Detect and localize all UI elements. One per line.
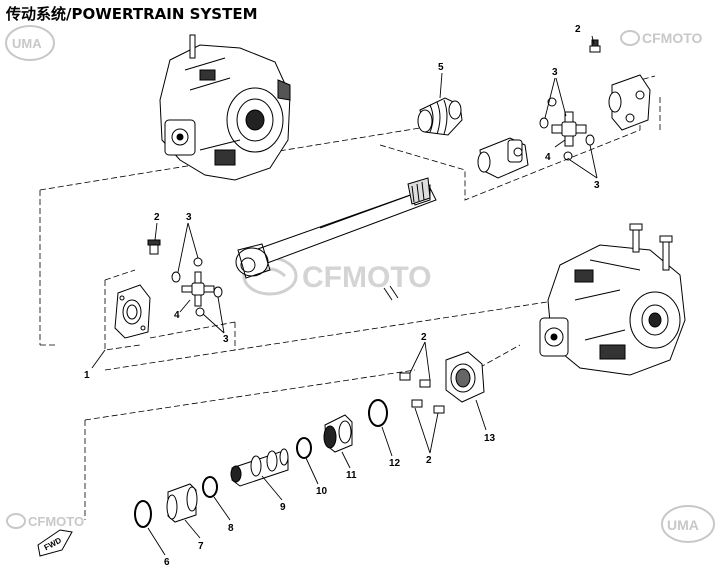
page-title: 传动系统/POWERTRAIN SYSTEM bbox=[6, 5, 258, 23]
callout-5: 5 bbox=[438, 62, 444, 73]
callout-1: 1 bbox=[84, 370, 90, 381]
rubber-boot[interactable] bbox=[417, 97, 463, 136]
callout-12: 12 bbox=[389, 458, 401, 469]
shaft-9[interactable] bbox=[230, 448, 289, 487]
callout-13: 13 bbox=[484, 433, 496, 444]
callout-3-top-right-a: 3 bbox=[552, 67, 558, 78]
callout-3-left-b: 3 bbox=[223, 334, 229, 345]
callout-4-top-right: 4 bbox=[545, 152, 551, 163]
rear-differential[interactable] bbox=[539, 223, 686, 376]
boot-11[interactable] bbox=[323, 414, 353, 453]
callout-6: 6 bbox=[164, 557, 170, 568]
fwd-arrow: FWD bbox=[37, 529, 73, 557]
callout-labels: 2 3 4 3 5 2 3 4 3 1 2 2 13 12 11 10 9 8 … bbox=[84, 24, 600, 568]
callout-2-left: 2 bbox=[154, 212, 160, 223]
cfmoto-logo-bottom: CFMOTO bbox=[6, 513, 84, 529]
ring-8[interactable] bbox=[202, 476, 218, 498]
sleeve-7[interactable] bbox=[166, 483, 198, 523]
callout-3-left-a: 3 bbox=[186, 212, 192, 223]
u-joint-cross-upper[interactable] bbox=[551, 111, 587, 147]
callout-2-bottom-a: 2 bbox=[421, 332, 427, 343]
front-differential[interactable] bbox=[159, 34, 291, 181]
callout-3-top-right-b: 3 bbox=[594, 180, 600, 191]
bolt-upper[interactable] bbox=[589, 39, 601, 53]
upper-drive-shaft[interactable] bbox=[235, 177, 437, 335]
cfmoto-watermark-text-top: CFMOTO bbox=[642, 30, 703, 46]
cfmoto-watermark-text-center: CFMOTO bbox=[302, 261, 431, 294]
bolt-left[interactable] bbox=[147, 239, 161, 255]
uma-logo-bottom: UMA bbox=[661, 505, 715, 543]
bolts-lower[interactable] bbox=[399, 372, 445, 414]
o-ring-12[interactable] bbox=[368, 399, 388, 427]
cfmoto-watermark-text-bottom: CFMOTO bbox=[28, 514, 84, 529]
callout-10: 10 bbox=[316, 486, 328, 497]
u-joint-cross-left[interactable] bbox=[181, 271, 215, 307]
callout-2-top: 2 bbox=[575, 24, 581, 35]
yoke-flange-upper[interactable] bbox=[608, 74, 651, 131]
callout-8: 8 bbox=[228, 523, 234, 534]
uma-watermark-text-bottom: UMA bbox=[667, 517, 699, 533]
cfmoto-logo-center: CFMOTO bbox=[242, 256, 431, 296]
callout-4-left: 4 bbox=[174, 310, 180, 321]
flange-13[interactable] bbox=[445, 351, 485, 403]
slip-yoke-upper[interactable] bbox=[477, 137, 529, 179]
callout-9: 9 bbox=[280, 502, 286, 513]
callout-11: 11 bbox=[346, 470, 357, 481]
uma-watermark-text-top: UMA bbox=[12, 36, 42, 51]
ring-10[interactable] bbox=[296, 437, 312, 459]
callout-2-bottom-b: 2 bbox=[426, 455, 432, 466]
callout-7: 7 bbox=[198, 541, 204, 552]
cfmoto-logo-top: CFMOTO bbox=[620, 30, 703, 46]
leader-lines bbox=[91, 35, 598, 556]
uma-logo-top: UMA bbox=[5, 25, 55, 61]
ring-6[interactable] bbox=[134, 500, 152, 528]
shaft-break-marks bbox=[383, 285, 399, 301]
yoke-flange-left[interactable] bbox=[114, 284, 151, 339]
